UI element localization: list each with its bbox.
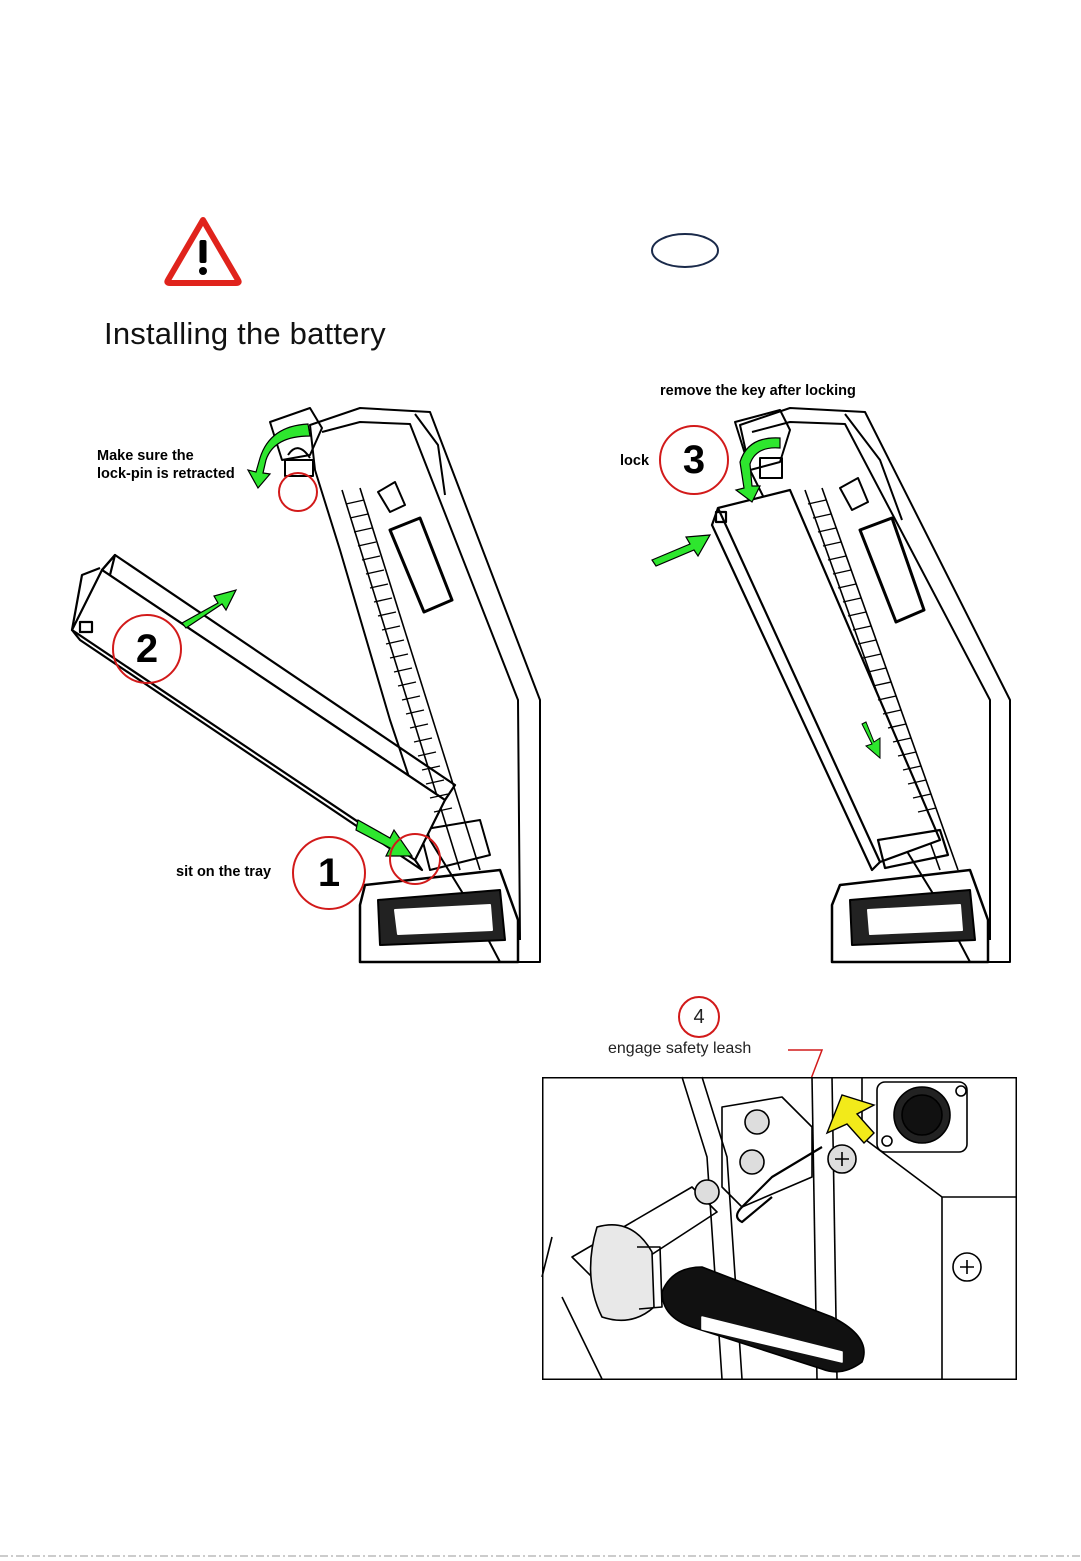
step-4-number: 4 bbox=[678, 996, 720, 1038]
step-3-label: lock bbox=[620, 452, 649, 470]
step-1-label: sit on the tray bbox=[176, 863, 271, 881]
lock-pin-note-line1: Make sure the bbox=[97, 447, 194, 465]
warning-triangle-icon bbox=[164, 216, 242, 286]
safety-leash-detail-drawing bbox=[542, 1077, 1017, 1380]
step-2-number: 2 bbox=[112, 614, 182, 684]
step-3-number: 3 bbox=[659, 425, 729, 495]
lock-pin-note-line2: lock-pin is retracted bbox=[97, 465, 235, 483]
step-1-number: 1 bbox=[292, 836, 366, 910]
footer-rule bbox=[0, 1553, 1081, 1559]
oval-badge-icon bbox=[650, 232, 720, 270]
step-4-label: engage safety leash bbox=[608, 1040, 751, 1058]
page-title: Installing the battery bbox=[104, 316, 386, 352]
step-3-note: remove the key after locking bbox=[660, 382, 856, 400]
